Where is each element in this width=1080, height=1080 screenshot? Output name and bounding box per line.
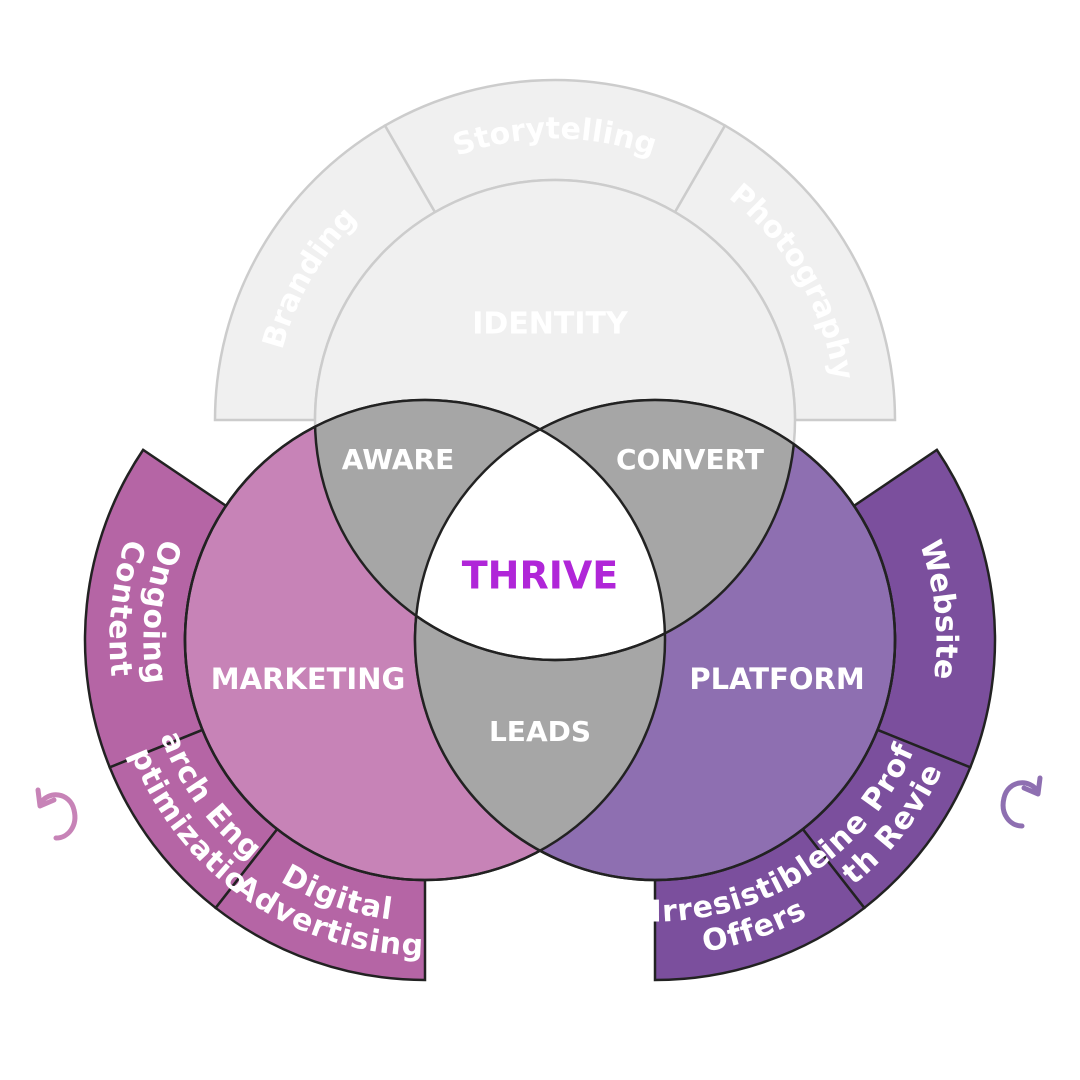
venn-circles	[183, 178, 897, 882]
cycle-arrow-right-icon	[1000, 775, 1043, 829]
aware-label: AWARE	[342, 443, 454, 476]
leads-label: LEADS	[489, 715, 591, 748]
cycle-arrow-left-icon	[35, 787, 78, 841]
outer-rings	[83, 78, 997, 982]
platform-label: PLATFORM	[689, 662, 864, 696]
marketing-label: MARKETING	[211, 662, 406, 696]
convert-label: CONVERT	[616, 443, 764, 476]
identity-label: IDENTITY	[472, 307, 629, 342]
thrive-label: THRIVE	[462, 554, 619, 598]
